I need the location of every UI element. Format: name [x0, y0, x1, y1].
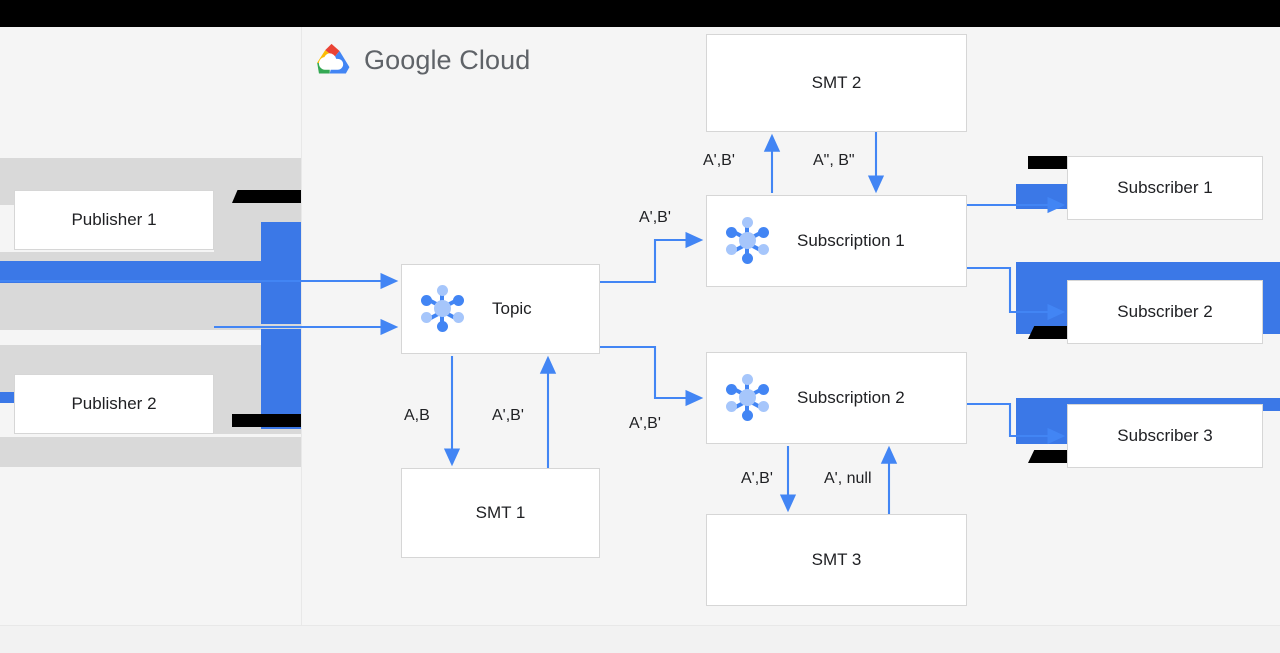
- node-label: Subscriber 1: [1117, 178, 1213, 197]
- top-black-bar: [0, 0, 1280, 27]
- google-cloud-logo-text: Google Cloud: [364, 45, 530, 76]
- artifact-black-block-4: [1028, 326, 1067, 339]
- edge-label-topic-smt1: A,B: [404, 407, 430, 424]
- logo-word-cloud: Cloud: [459, 44, 531, 75]
- vertical-divider: [301, 27, 302, 625]
- artifact-blue-bar-1: [261, 222, 301, 324]
- artifact-blue-bar-9: [1016, 398, 1067, 444]
- edge-label-topic-sub2: A',B': [629, 415, 661, 432]
- node-publisher2[interactable]: Publisher 2: [14, 374, 214, 434]
- canvas-bottom-strip: [0, 625, 1280, 653]
- node-topic[interactable]: Topic: [401, 264, 600, 354]
- node-subscription1[interactable]: Subscription 1: [706, 195, 967, 287]
- node-label: Subscriber 3: [1117, 426, 1213, 445]
- node-publisher1[interactable]: Publisher 1: [14, 190, 214, 250]
- google-cloud-logo-icon: [310, 42, 353, 78]
- logo-word-google: Google: [364, 44, 452, 75]
- artifact-gray-band-bottom: [0, 437, 301, 467]
- artifact-blue-bar-4: [0, 392, 14, 403]
- google-cloud-logo: Google Cloud: [310, 42, 530, 78]
- artifact-blue-bar-7: [1016, 262, 1067, 334]
- node-label: Subscription 2: [797, 388, 905, 407]
- artifact-blue-bar-5: [1016, 184, 1067, 209]
- edge-label-smt2-out: A", B": [813, 152, 855, 169]
- artifact-black-block-3: [1028, 156, 1067, 169]
- node-label: SMT 2: [811, 73, 862, 92]
- edge-label-smt3-out: A', null: [824, 470, 872, 487]
- node-subscriber1[interactable]: Subscriber 1: [1067, 156, 1263, 220]
- node-smt2[interactable]: SMT 2: [706, 34, 967, 132]
- edge-label-smt3-in: A',B': [741, 470, 773, 487]
- artifact-black-block-1: [232, 190, 301, 203]
- pubsub-icon: [723, 373, 773, 423]
- horizontal-divider: [0, 625, 1280, 626]
- node-subscription2[interactable]: Subscription 2: [706, 352, 967, 444]
- node-label: Subscriber 2: [1117, 302, 1213, 321]
- node-subscriber2[interactable]: Subscriber 2: [1067, 280, 1263, 344]
- artifact-black-block-5: [1028, 450, 1067, 463]
- node-smt1[interactable]: SMT 1: [401, 468, 600, 558]
- artifact-blue-bar-3: [261, 329, 301, 429]
- node-label: SMT 1: [475, 503, 526, 522]
- node-subscriber3[interactable]: Subscriber 3: [1067, 404, 1263, 468]
- node-label: SMT 3: [811, 550, 862, 569]
- node-label: Publisher 1: [71, 210, 157, 229]
- node-label: Publisher 2: [71, 394, 157, 413]
- pubsub-icon: [418, 284, 468, 334]
- node-label: Subscription 1: [797, 231, 905, 250]
- edge-label-smt2-in: A',B': [703, 152, 735, 169]
- artifact-blue-bar-2: [0, 261, 261, 283]
- node-label: Topic: [492, 299, 532, 318]
- node-smt3[interactable]: SMT 3: [706, 514, 967, 606]
- edge-label-topic-sub1: A',B': [639, 209, 671, 226]
- artifact-black-block-2: [232, 414, 301, 427]
- edge-label-smt1-topic: A',B': [492, 407, 524, 424]
- pubsub-icon: [723, 216, 773, 266]
